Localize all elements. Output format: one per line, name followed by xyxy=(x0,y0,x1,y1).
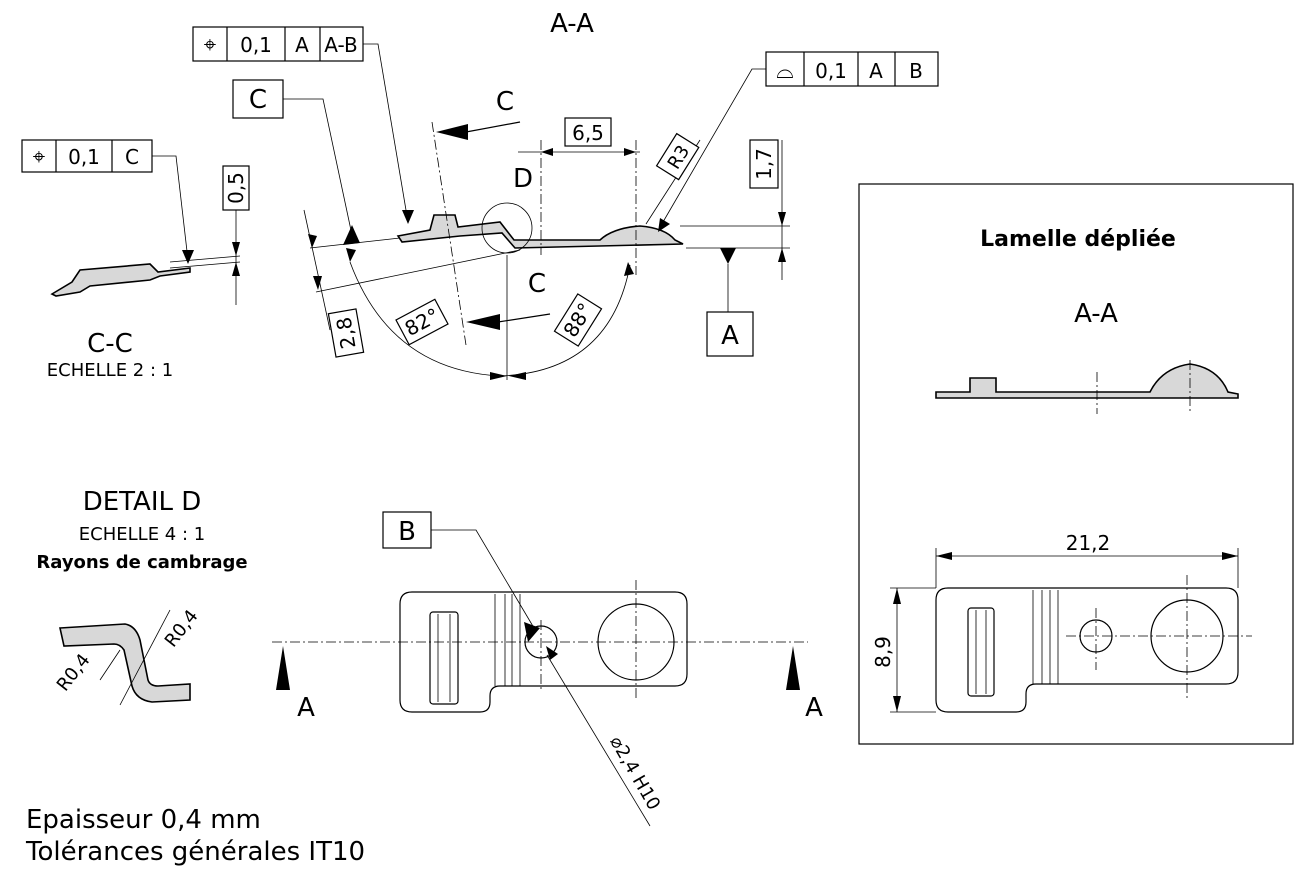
flat-section-part xyxy=(935,363,1239,399)
svg-text:C: C xyxy=(125,145,139,169)
flat-plan-outline xyxy=(935,587,1239,713)
position-tolerance-frame-ab: ⌖ 0,1 A A-B xyxy=(192,26,364,62)
svg-text:0,1: 0,1 xyxy=(815,59,847,83)
datum-b-triangle xyxy=(524,622,540,642)
dim-1-7: 1,7 xyxy=(752,148,776,180)
svg-text:B: B xyxy=(909,59,923,83)
section-aa-title: A-A xyxy=(550,9,594,39)
dim-hole-diameter: ⌀2,4 H10 xyxy=(605,733,664,814)
note-thickness: Epaisseur 0,4 mm xyxy=(26,805,261,835)
section-c-cut-line xyxy=(431,121,467,346)
note-tolerances: Tolérances générales IT10 xyxy=(25,837,365,867)
datum-a-label: A xyxy=(721,321,739,351)
section-a-label-right: A xyxy=(805,693,823,723)
detail-d-profile xyxy=(59,623,191,703)
detail-d-scale: ECHELLE 4 : 1 xyxy=(79,524,205,545)
dim-21-2: 21,2 xyxy=(1066,531,1111,555)
svg-text:0,1: 0,1 xyxy=(240,33,272,57)
section-a-arrow-right xyxy=(786,646,800,690)
section-cc-title: C-C xyxy=(87,329,133,359)
flat-pattern-frame xyxy=(858,183,1294,745)
datum-a-triangle xyxy=(720,248,736,264)
datum-c-triangle xyxy=(343,225,360,245)
top-view-outline xyxy=(399,591,688,713)
section-aa-part xyxy=(396,214,684,249)
profile-tolerance-frame-ab: ⌓ 0,1 A B xyxy=(765,51,939,87)
section-c-arrow-bottom xyxy=(466,314,500,330)
detail-d-label: D xyxy=(513,164,533,194)
position-symbol-icon: ⌖ xyxy=(204,33,216,58)
section-cc-scale: ECHELLE 2 : 1 xyxy=(47,360,173,381)
datum-a-box xyxy=(706,311,754,357)
dim-6-5: 6,5 xyxy=(572,121,604,145)
flat-pattern-title: Lamelle dépliée xyxy=(980,227,1176,252)
detail-d-title: DETAIL D xyxy=(83,487,202,517)
svg-text:0,1: 0,1 xyxy=(68,145,100,169)
flat-pattern-section-title: A-A xyxy=(1074,299,1118,329)
section-cc-part xyxy=(50,263,191,297)
detail-d-subtitle: Rayons de cambrage xyxy=(36,552,247,573)
profile-symbol-icon: ⌓ xyxy=(776,59,793,84)
dim-2-8: 2,8 xyxy=(331,315,360,350)
svg-text:A: A xyxy=(869,59,883,83)
datum-b-box xyxy=(382,511,432,549)
datum-c-label: C xyxy=(249,85,267,115)
position-tolerance-frame-c: ⌖ 0,1 C xyxy=(21,139,153,173)
svg-text:A-B: A-B xyxy=(324,33,357,57)
position-symbol-icon: ⌖ xyxy=(33,145,45,170)
tab-slot xyxy=(429,611,459,705)
svg-text:A: A xyxy=(295,33,309,57)
dim-0-5: 0,5 xyxy=(224,172,248,204)
section-c-label-bottom: C xyxy=(528,269,546,299)
datum-b-label: B xyxy=(398,517,416,547)
section-a-label-left: A xyxy=(297,693,315,723)
dim-r0-4-right: R0,4 xyxy=(161,606,203,651)
dim-r0-4-left: R0,4 xyxy=(53,650,95,695)
dim-8-9: 8,9 xyxy=(871,636,895,668)
section-c-label-top: C xyxy=(496,87,514,117)
section-c-arrow-top xyxy=(436,124,468,140)
section-a-arrow-left xyxy=(276,646,290,690)
datum-c-box xyxy=(232,79,284,119)
